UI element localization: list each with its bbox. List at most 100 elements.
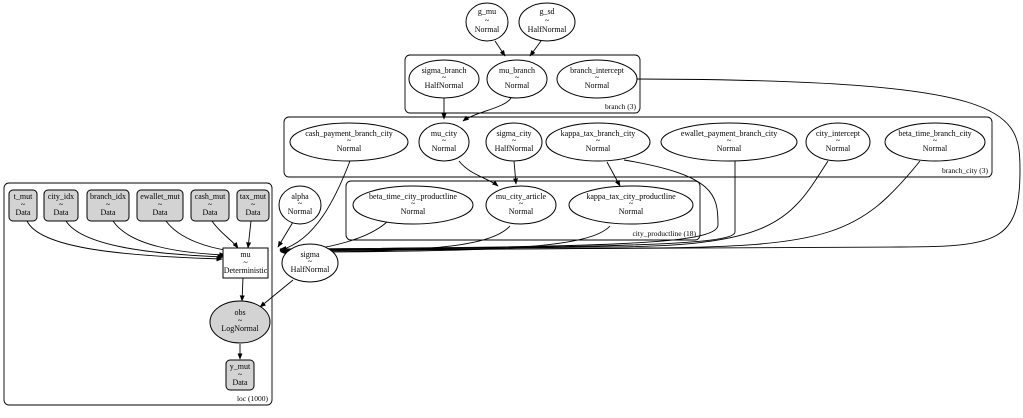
- node-alpha: alpha ~ Normal: [278, 185, 322, 225]
- svg-text:Normal: Normal: [401, 207, 426, 216]
- plate-city-productline: city_productline (18): [345, 180, 701, 241]
- svg-text:Normal: Normal: [505, 81, 530, 90]
- node-obs: obs ~ LogNormal: [209, 300, 271, 344]
- svg-text:ewallet_mut: ewallet_mut: [140, 192, 180, 201]
- svg-text:g_sd: g_sd: [539, 7, 554, 16]
- edge-mu-obs: [239, 277, 245, 302]
- svg-text:HalfNormal: HalfNormal: [291, 265, 330, 274]
- svg-text:~: ~: [485, 16, 490, 25]
- svg-text:~: ~: [836, 136, 841, 145]
- node-sigma: sigma ~ HalfNormal: [281, 243, 339, 283]
- svg-text:~: ~: [595, 73, 600, 82]
- node-g_mu: g_mu ~ Normal: [465, 2, 509, 42]
- svg-text:Data: Data: [100, 208, 116, 217]
- svg-text:~: ~: [512, 136, 517, 145]
- svg-text:t_mut: t_mut: [14, 192, 33, 201]
- svg-text:~: ~: [515, 73, 520, 82]
- node-branch_intercept: branch_intercept ~ Normal: [556, 59, 638, 99]
- node-y_mut: y_mut ~ Data: [225, 359, 255, 391]
- svg-text:~: ~: [158, 200, 163, 209]
- node-mu_branch: mu_branch ~ Normal: [486, 59, 548, 99]
- node-kappa_tax_city_productline: kappa_tax_city_productline ~ Normal: [568, 185, 694, 225]
- svg-text:sigma_city: sigma_city: [496, 129, 531, 138]
- node-city_intercept: city_intercept ~ Normal: [805, 122, 871, 162]
- plate-branch: branch (3): [404, 54, 641, 114]
- plate-loc: loc (1000): [3, 182, 273, 406]
- node-mu: mu ~ Deterministic: [222, 247, 269, 279]
- node-branch_idx: branch_idx ~ Data: [86, 189, 130, 222]
- svg-text:Normal: Normal: [923, 144, 948, 153]
- edge-t_mut-mu: [26, 220, 223, 262]
- edge-tax_mut-mu: [246, 220, 252, 249]
- node-kappa_tax_branch_city: kappa_tax_branch_city ~ Normal: [545, 122, 651, 162]
- plate-loc-label: loc (1000): [237, 394, 269, 403]
- svg-text:Data: Data: [232, 378, 248, 387]
- svg-text:sigma_branch: sigma_branch: [422, 66, 467, 75]
- edge-city_idx-mu: [65, 220, 224, 260]
- svg-text:branch_idx: branch_idx: [90, 192, 126, 201]
- svg-text:~: ~: [21, 200, 26, 209]
- node-sigma_city: sigma_city ~ HalfNormal: [485, 122, 543, 162]
- node-g_sd: g_sd ~ HalfNormal: [518, 2, 576, 42]
- svg-text:ewallet_payment_branch_city: ewallet_payment_branch_city: [681, 129, 777, 138]
- svg-text:~: ~: [545, 16, 550, 25]
- node-ewallet_payment_branch_city: ewallet_payment_branch_city ~ Normal: [660, 122, 798, 162]
- edge-sigma_city-mu_city_article: [512, 160, 519, 185]
- svg-text:~: ~: [411, 199, 416, 208]
- edge-g_sd-mu_branch: [529, 40, 542, 57]
- edge-branch_idx-mu: [112, 220, 226, 258]
- edge-mu_city-mu_city_article: [458, 160, 499, 187]
- svg-text:Normal: Normal: [826, 144, 851, 153]
- svg-text:~: ~: [442, 73, 447, 82]
- node-t_mut: t_mut ~ Data: [8, 189, 38, 222]
- edge-kappa_tax_branch_city-mu: [279, 159, 719, 252]
- edge-mu_branch-mu_city: [462, 97, 512, 122]
- svg-text:~: ~: [106, 200, 111, 209]
- svg-text:Normal: Normal: [475, 25, 500, 34]
- node-mu_city_article: mu_city_article ~ Normal: [485, 185, 557, 225]
- svg-text:branch_intercept: branch_intercept: [570, 66, 625, 75]
- svg-text:~: ~: [442, 136, 447, 145]
- node-ewallet_mut: ewallet_mut ~ Data: [136, 189, 184, 222]
- svg-text:Data: Data: [202, 208, 218, 217]
- edge-cash_payment_branch_city-mu: [280, 160, 351, 251]
- edges: [26, 40, 1021, 360]
- svg-text:city_idx: city_idx: [48, 192, 74, 201]
- svg-text:Data: Data: [152, 208, 168, 217]
- svg-text:mu_city_article: mu_city_article: [496, 192, 547, 201]
- svg-text:~: ~: [347, 136, 352, 145]
- node-tax_mut: tax_mut ~ Data: [236, 189, 270, 222]
- svg-text:obs: obs: [234, 308, 245, 317]
- edge-sigma-obs: [259, 279, 294, 308]
- svg-text:Data: Data: [245, 208, 261, 217]
- plate-branch-city-label: branch_city (3): [942, 166, 989, 175]
- edge-ewallet_mut-mu: [165, 220, 232, 253]
- edge-cash_mut-mu: [211, 220, 239, 249]
- svg-text:~: ~: [208, 200, 213, 209]
- svg-text:mu_branch: mu_branch: [499, 66, 535, 75]
- svg-text:~: ~: [251, 200, 256, 209]
- edge-kappa_tax_city_productline-mu: [280, 225, 611, 255]
- node-city_idx: city_idx ~ Data: [43, 189, 79, 222]
- svg-text:HalfNormal: HalfNormal: [425, 81, 464, 90]
- svg-text:Normal: Normal: [717, 144, 742, 153]
- svg-text:~: ~: [243, 258, 248, 267]
- node-mu_city: mu_city ~ Normal: [418, 122, 470, 162]
- svg-text:g_mu: g_mu: [478, 7, 496, 16]
- svg-text:mu: mu: [240, 250, 250, 259]
- svg-text:alpha: alpha: [291, 192, 309, 201]
- svg-text:beta_time_city_productline: beta_time_city_productline: [369, 192, 457, 201]
- svg-text:Deterministic: Deterministic: [224, 266, 268, 275]
- svg-text:LogNormal: LogNormal: [221, 324, 259, 333]
- svg-text:y_mut: y_mut: [230, 362, 251, 371]
- svg-text:~: ~: [519, 199, 524, 208]
- node-cash_payment_branch_city: cash_payment_branch_city ~ Normal: [289, 122, 409, 162]
- node-cash_mut: cash_mut ~ Data: [190, 189, 230, 222]
- plate-branch-city: branch_city (3): [283, 116, 993, 178]
- svg-text:~: ~: [727, 136, 732, 145]
- plate-branch-label: branch (3): [605, 102, 637, 111]
- node-beta_time_city_productline: beta_time_city_productline ~ Normal: [352, 185, 474, 225]
- svg-text:~: ~: [596, 136, 601, 145]
- svg-text:HalfNormal: HalfNormal: [495, 144, 534, 153]
